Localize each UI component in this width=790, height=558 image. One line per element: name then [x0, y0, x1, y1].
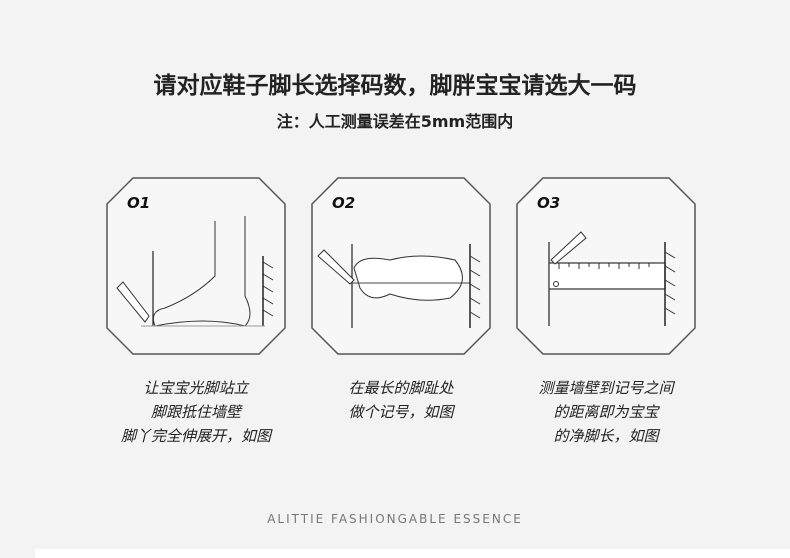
caption-line: 脚跟抵住墙壁 [150, 403, 241, 421]
caption-line: 在最长的脚趾处 [348, 379, 454, 397]
bottom-strip [35, 549, 790, 558]
step-card-2: O2 [310, 176, 492, 356]
pencil-icon [116, 281, 150, 323]
step-caption-1: 让宝宝光脚站立 脚跟抵住墙壁 脚丫完全伸展开，如图 [81, 376, 311, 448]
step-card-3: O3 [515, 176, 697, 356]
foot-sole-illustration [311, 177, 491, 355]
caption-line: 的距离即为宝宝 [553, 403, 659, 421]
step-number: O1 [127, 194, 151, 212]
caption-line: 脚丫完全伸展开，如图 [120, 427, 271, 445]
pencil-icon [550, 231, 587, 265]
step-caption-2: 在最长的脚趾处 做个记号，如图 [286, 376, 516, 424]
step-caption-3: 测量墙壁到记号之间 的距离即为宝宝 的净脚长，如图 [491, 376, 721, 448]
page-title: 请对应鞋子脚长选择码数，脚胖宝宝请选大一码 [153, 73, 637, 99]
pencil-icon [317, 249, 355, 285]
brand-tagline: ALITTIE FASHIONGABLE ESSENCE [267, 512, 523, 526]
step-card-1: O1 [105, 176, 287, 356]
step-number: O3 [537, 194, 561, 212]
foot-side-illustration [106, 177, 286, 355]
ruler-measure-illustration [516, 177, 696, 355]
subtitle-note: 注：人工测量误差在5mm范围内 [276, 112, 514, 131]
caption-line: 做个记号，如图 [348, 403, 454, 421]
caption-line: 的净脚长，如图 [553, 427, 659, 445]
caption-line: 让宝宝光脚站立 [143, 379, 249, 397]
caption-line: 测量墙壁到记号之间 [538, 379, 674, 397]
step-number: O2 [332, 194, 356, 212]
